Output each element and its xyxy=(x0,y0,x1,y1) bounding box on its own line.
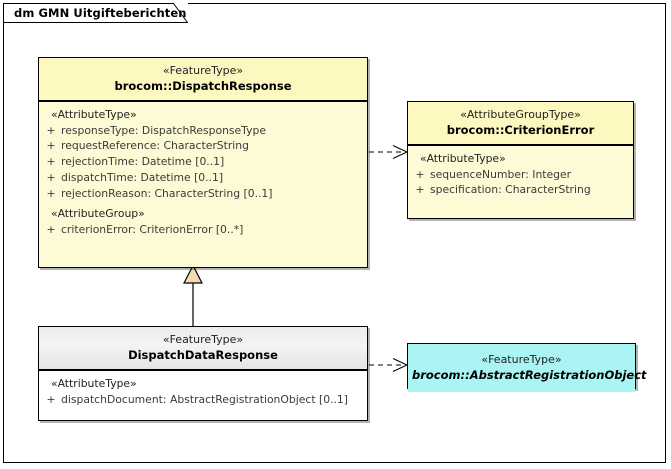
class-name: brocom::DispatchResponse xyxy=(114,78,292,93)
attribute-row[interactable]: + criterionError: CriterionError [0..*] xyxy=(41,222,365,238)
title-tab-shape xyxy=(3,3,188,23)
diagram-title-tab[interactable]: dm GMN Uitgifteberichten xyxy=(3,3,188,23)
attribute-row[interactable]: + rejectionReason: CharacterString [0..1… xyxy=(41,186,365,202)
class-stereotype: «AttributeGroupType» xyxy=(460,108,581,121)
attribute-row[interactable]: + sequenceNumber: Integer xyxy=(410,167,631,183)
class-body-criterion-error: «AttributeType» + sequenceNumber: Intege… xyxy=(408,145,633,204)
generalization-connector[interactable] xyxy=(182,264,204,328)
attribute-group-label: «AttributeType» xyxy=(420,151,506,165)
class-box-dispatch-response[interactable]: «FeatureType» brocom::DispatchResponse «… xyxy=(38,57,368,268)
attribute-text: specification: CharacterString xyxy=(430,183,591,197)
attribute-row[interactable]: + specification: CharacterString xyxy=(410,182,631,198)
attribute-row[interactable]: + requestReference: CharacterString xyxy=(41,138,365,154)
class-box-criterion-error[interactable]: «AttributeGroupType» brocom::CriterionEr… xyxy=(407,101,634,219)
class-header-criterion-error: «AttributeGroupType» brocom::CriterionEr… xyxy=(408,102,633,146)
attribute-visibility: + xyxy=(46,223,56,237)
attribute-visibility: + xyxy=(46,186,56,200)
diagram-title: dm GMN Uitgifteberichten xyxy=(14,6,187,20)
class-name: brocom::AbstractRegistrationObject xyxy=(412,367,647,382)
attribute-group-label: «AttributeType» xyxy=(51,107,137,121)
attribute-row[interactable]: + dispatchTime: Datetime [0..1] xyxy=(41,170,365,186)
attribute-group-label: «AttributeType» xyxy=(51,376,137,390)
class-name: DispatchDataResponse xyxy=(128,347,278,362)
attribute-visibility: + xyxy=(46,123,56,137)
hollow-triangle-icon xyxy=(183,264,203,284)
attribute-text: sequenceNumber: Integer xyxy=(430,167,572,181)
attribute-visibility: + xyxy=(46,392,56,406)
class-stereotype: «FeatureType» xyxy=(162,333,244,346)
class-stereotype: «FeatureType» xyxy=(162,64,244,77)
class-body-dispatch-response: «AttributeType» + responseType: Dispatch… xyxy=(39,101,367,244)
attribute-row[interactable]: + responseType: DispatchResponseType xyxy=(41,123,365,139)
attribute-text: rejectionReason: CharacterString [0..1] xyxy=(61,186,273,200)
attribute-visibility: + xyxy=(415,183,425,197)
attribute-text: dispatchTime: Datetime [0..1] xyxy=(61,170,224,184)
class-name: brocom::CriterionError xyxy=(446,122,595,137)
attribute-visibility: + xyxy=(46,170,56,184)
class-body-dispatch-data-response: «AttributeType» + dispatchDocument: Abst… xyxy=(39,370,367,413)
attribute-text: requestReference: CharacterString xyxy=(61,139,250,153)
attribute-visibility: + xyxy=(415,167,425,181)
attribute-visibility: + xyxy=(46,155,56,169)
attribute-row[interactable]: + dispatchDocument: AbstractRegistration… xyxy=(41,392,365,408)
attribute-visibility: + xyxy=(46,139,56,153)
attribute-text: criterionError: CriterionError [0..*] xyxy=(61,223,244,237)
class-stereotype: «FeatureType» xyxy=(481,353,562,366)
attribute-group-label: «AttributeGroup» xyxy=(51,207,145,221)
attribute-text: dispatchDocument: AbstractRegistrationOb… xyxy=(61,392,349,406)
class-box-abstract-registration-object[interactable]: «FeatureType» brocom::AbstractRegistrati… xyxy=(407,343,647,392)
attribute-row[interactable]: + rejectionTime: Datetime [0..1] xyxy=(41,154,365,170)
class-header-abstract-registration-object: «FeatureType» brocom::AbstractRegistrati… xyxy=(408,344,647,392)
class-header-dispatch-response: «FeatureType» brocom::DispatchResponse xyxy=(39,58,367,102)
class-header-dispatch-data-response: «FeatureType» DispatchDataResponse xyxy=(39,327,367,371)
attribute-text: responseType: DispatchResponseType xyxy=(61,123,266,137)
attribute-text: rejectionTime: Datetime [0..1] xyxy=(61,155,225,169)
class-box-dispatch-data-response[interactable]: «FeatureType» DispatchDataResponse «Attr… xyxy=(38,326,368,421)
